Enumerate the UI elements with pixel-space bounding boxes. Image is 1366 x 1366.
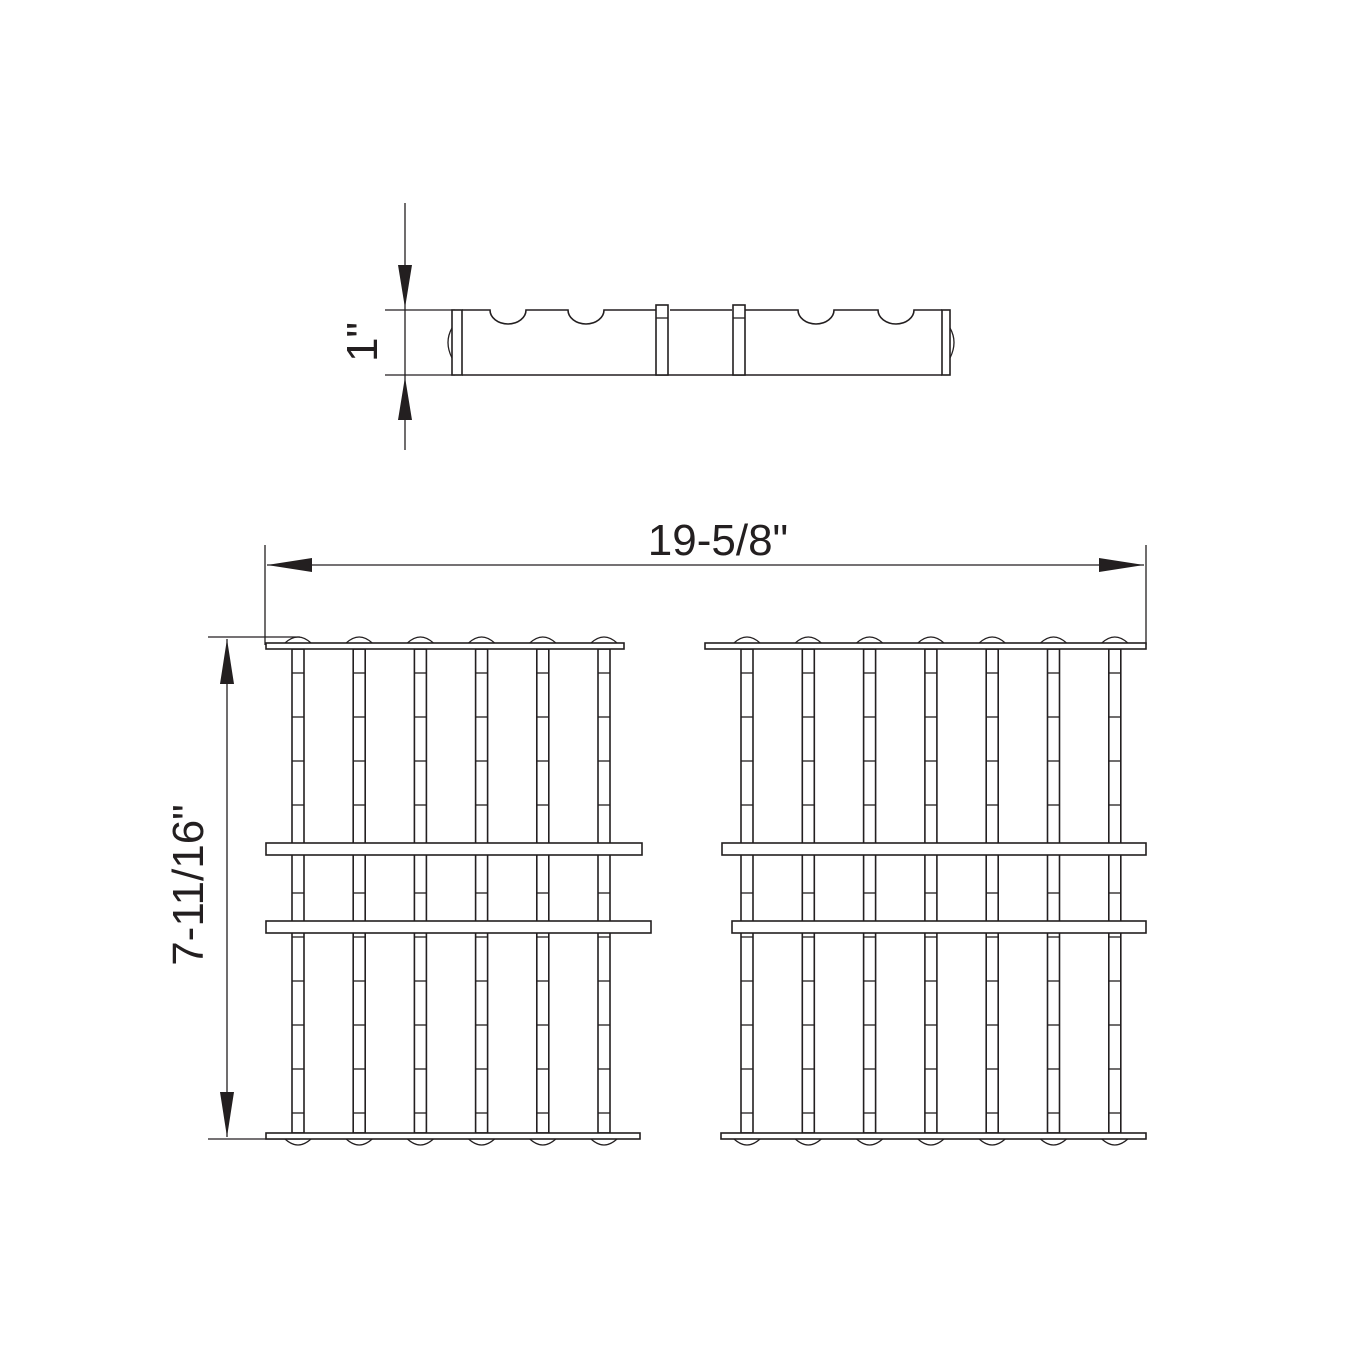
left-bottle-cradle-top — [590, 636, 618, 644]
left-bottle-cradle-bottom — [468, 1138, 496, 1146]
side-divider-1 — [655, 304, 669, 376]
depth-dimension: 7-11/16" — [164, 636, 300, 1140]
dim-label-depth: 7-11/16" — [164, 804, 213, 966]
right-bottle-cradle-top — [733, 636, 761, 644]
depth-arrow-bottom — [220, 1092, 234, 1137]
width-arrow-left — [267, 558, 312, 572]
right-crossbar — [704, 642, 1147, 650]
left-bottle-cradle-bottom — [284, 1138, 312, 1146]
left-crossbar — [265, 920, 652, 934]
left-rod — [474, 648, 489, 1134]
left-crossbar — [265, 642, 625, 650]
side-knob-right — [949, 327, 955, 359]
right-bottle-cradle-bottom — [978, 1138, 1006, 1146]
plan-right-section — [704, 636, 1147, 1146]
right-bottle-cradle-bottom — [1040, 1138, 1067, 1146]
left-rod — [352, 648, 367, 1134]
right-bottle-cradle-top — [1040, 636, 1067, 644]
side-rail — [462, 309, 942, 376]
left-bottle-cradle-top — [406, 636, 434, 644]
right-rod — [1108, 648, 1122, 1134]
left-rod — [597, 648, 611, 1134]
left-bottle-cradle-bottom — [529, 1138, 557, 1146]
right-rod — [862, 648, 877, 1134]
right-bottle-cradle-bottom — [856, 1138, 884, 1146]
plan-left-section — [265, 636, 652, 1146]
width-dimension: 19-5/8" — [264, 516, 1147, 645]
right-rod — [740, 648, 754, 1134]
side-view: 1" — [338, 203, 955, 450]
left-bottle-cradle-top — [529, 636, 557, 644]
side-end-cap-right — [941, 309, 951, 376]
right-bottle-cradle-bottom — [794, 1138, 822, 1146]
right-bottle-cradle-top — [1101, 636, 1129, 644]
right-rod — [985, 648, 1000, 1134]
left-crossbar — [265, 842, 643, 856]
right-bottle-cradle-bottom — [733, 1138, 761, 1146]
side-divider-2 — [732, 304, 746, 376]
depth-arrow-top — [220, 639, 234, 684]
side-knob-left — [447, 327, 453, 359]
right-crossbar — [731, 920, 1147, 934]
left-bottle-cradle-bottom — [590, 1138, 618, 1146]
left-bottle-cradle-bottom — [406, 1138, 434, 1146]
side-end-cap-left — [451, 309, 463, 376]
dim-arrow-down — [398, 265, 412, 308]
left-rod — [291, 648, 305, 1134]
right-bottle-cradle-top — [978, 636, 1006, 644]
right-crossbar — [721, 842, 1147, 856]
dim-label-width: 19-5/8" — [648, 516, 788, 565]
width-arrow-right — [1099, 558, 1144, 572]
right-bottle-cradle-top — [917, 636, 945, 644]
left-bottle-cradle-top — [284, 636, 312, 644]
left-bottle-cradle-top — [345, 636, 373, 644]
right-crossbar — [720, 1132, 1147, 1140]
left-bottle-cradle-bottom — [345, 1138, 373, 1146]
left-rod — [535, 648, 550, 1134]
right-rod — [801, 648, 816, 1134]
right-bottle-cradle-bottom — [917, 1138, 945, 1146]
right-bottle-cradle-top — [856, 636, 884, 644]
right-rod — [924, 648, 938, 1134]
right-bottle-cradle-top — [794, 636, 822, 644]
right-rod — [1046, 648, 1061, 1134]
left-crossbar — [265, 1132, 641, 1140]
right-bottle-cradle-bottom — [1101, 1138, 1129, 1146]
left-bottle-cradle-top — [468, 636, 496, 644]
dim-label-height: 1" — [338, 322, 387, 362]
left-rod — [413, 648, 428, 1134]
dim-arrow-up — [398, 377, 412, 420]
